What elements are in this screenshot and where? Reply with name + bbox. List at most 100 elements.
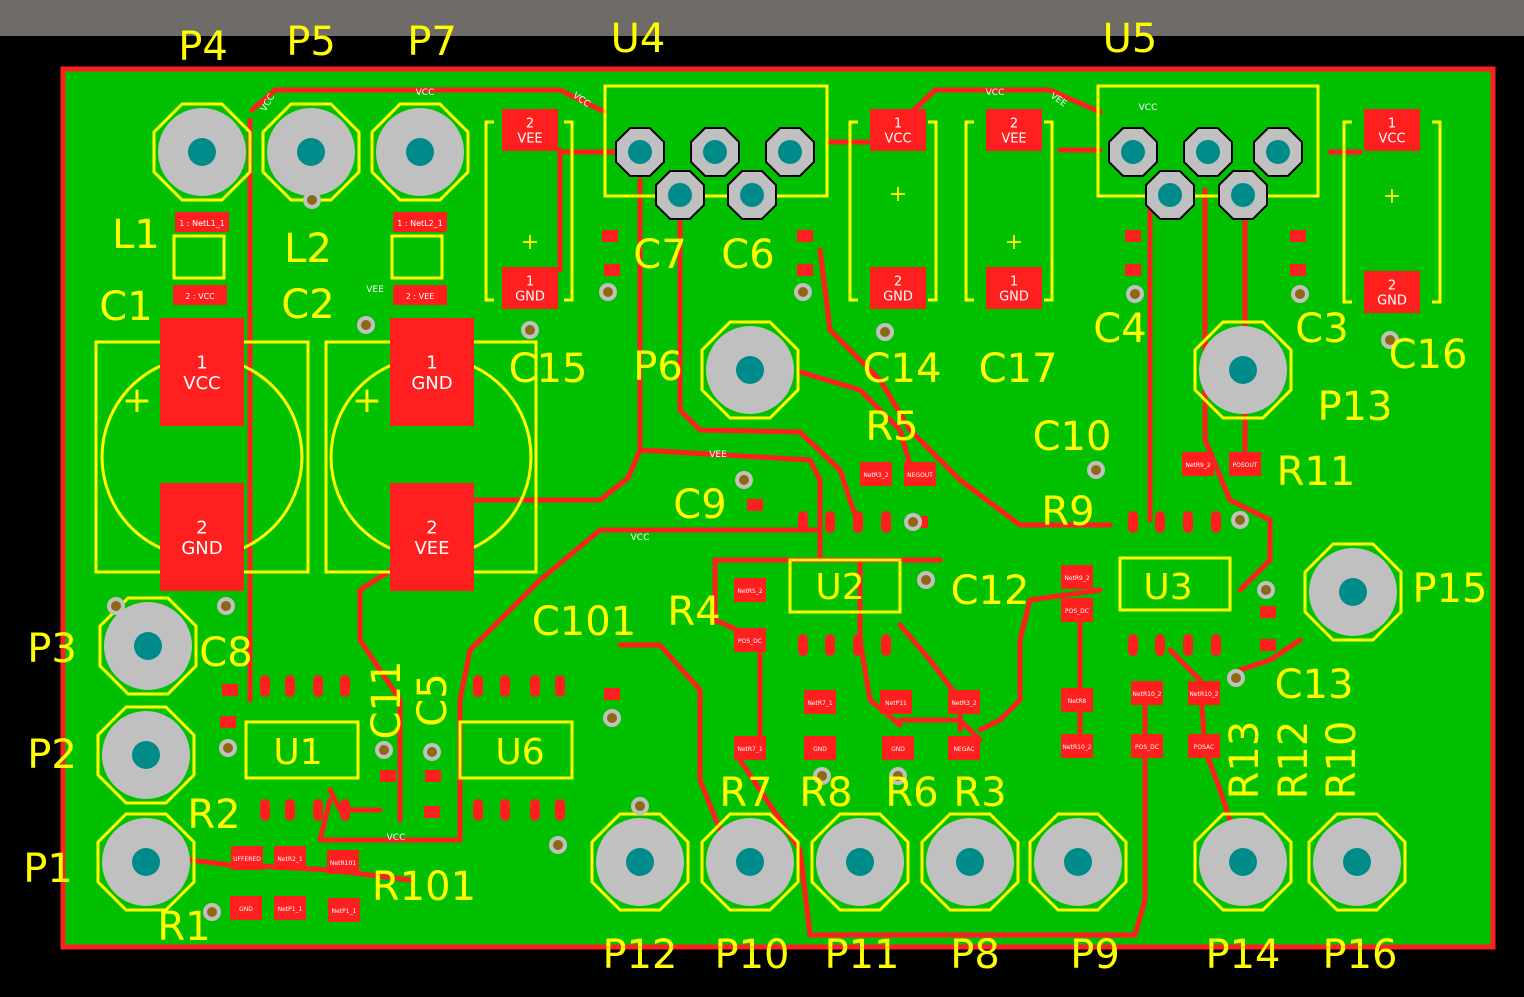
designator-label: R7 xyxy=(719,770,772,816)
smd-pad xyxy=(904,462,936,486)
trace xyxy=(249,87,608,115)
connector-label: P16 xyxy=(1322,932,1397,978)
net-label: VCC xyxy=(986,88,1005,98)
trace xyxy=(1237,637,1303,673)
connector-outline xyxy=(1028,812,1128,912)
inductor-pad-label: 2 : VEE xyxy=(406,292,434,301)
designator-label: C5 xyxy=(410,673,456,726)
designator-label: R5 xyxy=(865,404,918,450)
ic-pin-pad xyxy=(260,799,270,821)
regulator-drill xyxy=(1121,140,1145,164)
ic-pin-pad xyxy=(555,675,565,697)
connector-drill xyxy=(1064,848,1092,876)
net-label: VEE xyxy=(709,450,727,460)
connector-label: P15 xyxy=(1412,566,1487,612)
designator-label: R2 xyxy=(187,792,240,838)
regulator-drill xyxy=(740,183,764,207)
connector-outline xyxy=(920,812,1020,912)
smd-pad xyxy=(328,898,360,922)
via-drill xyxy=(221,601,231,611)
connector-label: P12 xyxy=(602,932,677,978)
via-drill xyxy=(1295,289,1305,299)
tant-cap-pad xyxy=(502,109,558,151)
smd-pad xyxy=(1229,452,1261,476)
ic-pin-pad xyxy=(881,511,891,533)
net-label: VCC xyxy=(416,88,435,98)
net-label: VCC xyxy=(631,533,650,543)
via-drill xyxy=(1261,585,1271,595)
ic-pin-pad xyxy=(285,675,295,697)
trace xyxy=(737,697,1148,938)
smd-pad-label: POSAC xyxy=(1194,744,1214,751)
trace xyxy=(317,527,823,843)
trace xyxy=(977,587,1103,733)
connector-drill xyxy=(1343,848,1371,876)
smd-pad-label: NetR9_2 xyxy=(1185,462,1211,469)
ic-pin-pad xyxy=(500,799,510,821)
smd-pad-label: UFFERED xyxy=(233,856,261,863)
inductor-pad-label: 2 : VCC xyxy=(185,292,215,301)
connector-drill xyxy=(956,848,984,876)
connector-outline xyxy=(1303,542,1403,642)
tant-cap-pad xyxy=(870,267,926,309)
ic-pin-pad xyxy=(313,799,323,821)
ic-pin-pad xyxy=(853,634,863,656)
connector-drill xyxy=(188,138,216,166)
component-outline-6 xyxy=(172,234,226,280)
smd-pad-label: NetP1_1 xyxy=(332,908,357,915)
smd-pad-label: POS_DC xyxy=(1065,608,1089,615)
connector-outline xyxy=(152,102,252,202)
designator-label: R1 xyxy=(157,904,210,950)
connector-drill xyxy=(132,848,160,876)
designator-label: R8 xyxy=(799,770,852,816)
smd-pad-label: NetR8 xyxy=(1068,698,1087,705)
trace xyxy=(897,717,983,743)
smd-pad-label: NEGOUT xyxy=(907,472,933,479)
smd-pad xyxy=(882,736,914,760)
inductor-pad xyxy=(173,285,227,305)
smd-pad-label: NetR3_2 xyxy=(951,700,977,707)
designator-label: R9 xyxy=(1041,489,1094,535)
ic-pin-pad xyxy=(1211,634,1221,656)
ic-pin-pad xyxy=(473,799,483,821)
smd-pad-label: NetR7_1 xyxy=(737,746,763,753)
tant-cap-label: C16 xyxy=(1389,332,1468,378)
via-drill xyxy=(893,771,903,781)
smd-pad xyxy=(274,846,306,870)
designator-label: C7 xyxy=(633,232,686,278)
via-drill xyxy=(1235,515,1245,525)
via-drill xyxy=(739,475,749,485)
smd-pad-label: NetR10_2 xyxy=(1189,691,1218,698)
bulk-cap-pad xyxy=(160,483,244,591)
regulator-drill xyxy=(778,140,802,164)
via-drill xyxy=(553,840,563,850)
inductor-pad-label: 1 : NetL1_1 xyxy=(179,219,225,228)
regulator-label: U4 xyxy=(611,16,666,62)
designator-label: C6 xyxy=(721,232,774,278)
polarity-mark: + xyxy=(1383,184,1401,209)
polarity-mark: + xyxy=(1005,230,1023,255)
decoupling-pad xyxy=(1125,230,1141,242)
connector-outline xyxy=(700,320,800,420)
designator-label: R13 xyxy=(1222,721,1268,800)
via-drill xyxy=(880,327,890,337)
component-outline-2 xyxy=(244,720,360,780)
component-outline-3 xyxy=(458,720,574,780)
smd-pad xyxy=(734,628,766,652)
connector-label: P4 xyxy=(178,24,228,70)
ic-pin-pad xyxy=(825,511,835,533)
designator-label: C10 xyxy=(1033,414,1112,460)
via-drill xyxy=(1091,465,1101,475)
ic-pin-pad xyxy=(530,675,540,697)
ic-pin-pad xyxy=(1128,634,1138,656)
net-label: VEE xyxy=(366,285,384,295)
smd-pad xyxy=(1188,681,1220,705)
decoupling-pad xyxy=(424,806,440,818)
smd-pad xyxy=(804,736,836,760)
via-drill xyxy=(427,747,437,757)
via-drill xyxy=(921,575,931,585)
connector-outline xyxy=(1193,320,1293,420)
